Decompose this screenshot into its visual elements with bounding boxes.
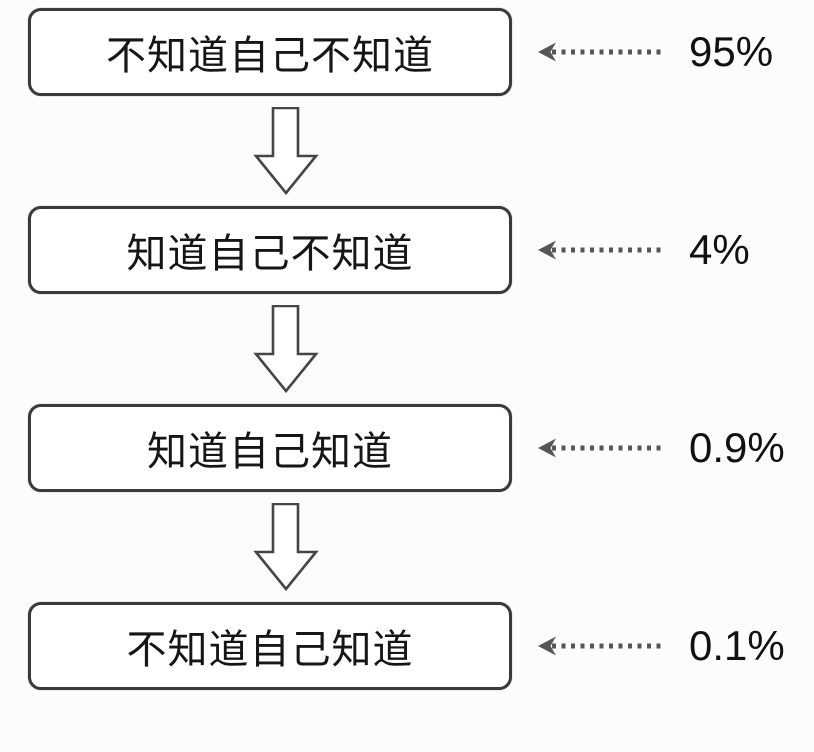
stage-label: 不知道自己知道 <box>126 628 414 672</box>
dotted-left-arrow-icon <box>538 438 661 458</box>
connector-row <box>0 492 814 602</box>
dotted-left-arrow-icon <box>538 240 661 260</box>
stage-label: 知道自己不知道 <box>126 232 414 276</box>
stage-label: 知道自己知道 <box>147 430 393 474</box>
connector-row <box>0 294 814 404</box>
percent-label: 4% <box>689 226 750 273</box>
stage-box-2: 知道自己不知道 <box>28 206 512 294</box>
stage-box-4: 不知道自己知道 <box>28 602 512 690</box>
down-arrow-icon <box>253 107 319 195</box>
connector-row <box>0 96 814 206</box>
down-arrow-icon <box>253 305 319 393</box>
stage-row: 不知道自己不知道 95% <box>0 8 814 96</box>
stage-box-3: 知道自己知道 <box>28 404 512 492</box>
dotted-left-arrow-icon <box>538 42 661 62</box>
percent-label: 95% <box>689 28 774 75</box>
stage-row: 知道自己不知道 4% <box>0 206 814 294</box>
stage-box-1: 不知道自己不知道 <box>28 8 512 96</box>
stage-row: 不知道自己知道 0.1% <box>0 602 814 690</box>
percent-label: 0.9% <box>689 424 785 471</box>
stage-row: 知道自己知道 0.9% <box>0 404 814 492</box>
down-arrow-icon <box>253 503 319 591</box>
percent-label: 0.1% <box>689 622 785 669</box>
dotted-left-arrow-icon <box>538 636 661 656</box>
stage-label: 不知道自己不知道 <box>106 34 434 78</box>
